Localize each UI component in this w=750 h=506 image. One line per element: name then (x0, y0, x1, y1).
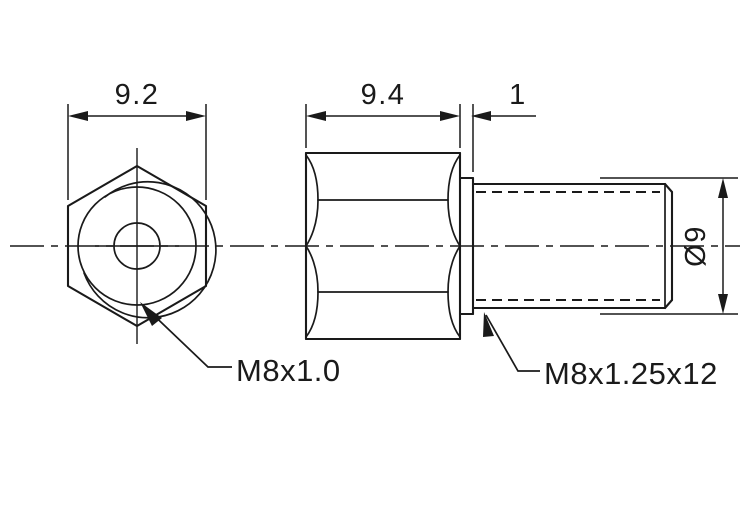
annotation-text-external-thread: M8x1.25x12 (544, 356, 718, 391)
chamfer-arc-mid-left-lower (305, 245, 319, 293)
hex-side-view (304, 151, 462, 341)
dimension-hex-length: 9.4 (305, 79, 461, 148)
leader-line-external-thread (485, 314, 540, 372)
hex-end-view (66, 148, 217, 344)
chamfer-arc-top-right (447, 154, 461, 201)
annotation-internal-thread: M8x1.0 (140, 302, 341, 388)
dimension-value-overall-diameter: Ø9 (680, 225, 712, 267)
arrowhead-left-94 (306, 111, 326, 121)
leader-line-internal-thread (142, 304, 232, 368)
chamfer-arc-bottom-left (305, 291, 319, 338)
arrowhead-right-92 (186, 111, 206, 121)
annotation-text-internal-thread: M8x1.0 (236, 353, 341, 388)
dimension-shoulder: 1 (471, 79, 536, 172)
chamfer-arc-mid-right-upper (447, 199, 461, 247)
threaded-stud-view (458, 176, 674, 316)
stud-end-chamfer-top (663, 182, 674, 194)
dimension-overall-diameter: Ø9 (600, 177, 738, 315)
chamfer-arc-mid-right-lower (447, 245, 461, 293)
stud-end-chamfer-bottom (663, 298, 674, 310)
dimension-hex-width: 9.2 (67, 79, 207, 200)
leader-arrowhead-internal-thread (140, 302, 162, 326)
chamfer-arc-mid-left-upper (305, 199, 319, 247)
arrowhead-bottom-dia (718, 294, 728, 314)
thread-major-arc (83, 180, 217, 319)
dimension-value-shoulder: 1 (509, 79, 527, 111)
arrowhead-top-dia (718, 178, 728, 198)
leader-arrowhead-external-thread (483, 312, 494, 337)
dimension-value-hex-width: 9.2 (115, 79, 160, 111)
arrowhead-right-94 (440, 111, 460, 121)
annotation-external-thread: M8x1.25x12 (483, 312, 718, 391)
chamfer-arc-top-left (305, 154, 319, 201)
chamfer-arc-bottom-right (447, 291, 461, 338)
arrowhead-left-1 (471, 111, 491, 121)
arrowhead-left-92 (68, 111, 88, 121)
dimension-value-hex-length: 9.4 (361, 79, 406, 111)
